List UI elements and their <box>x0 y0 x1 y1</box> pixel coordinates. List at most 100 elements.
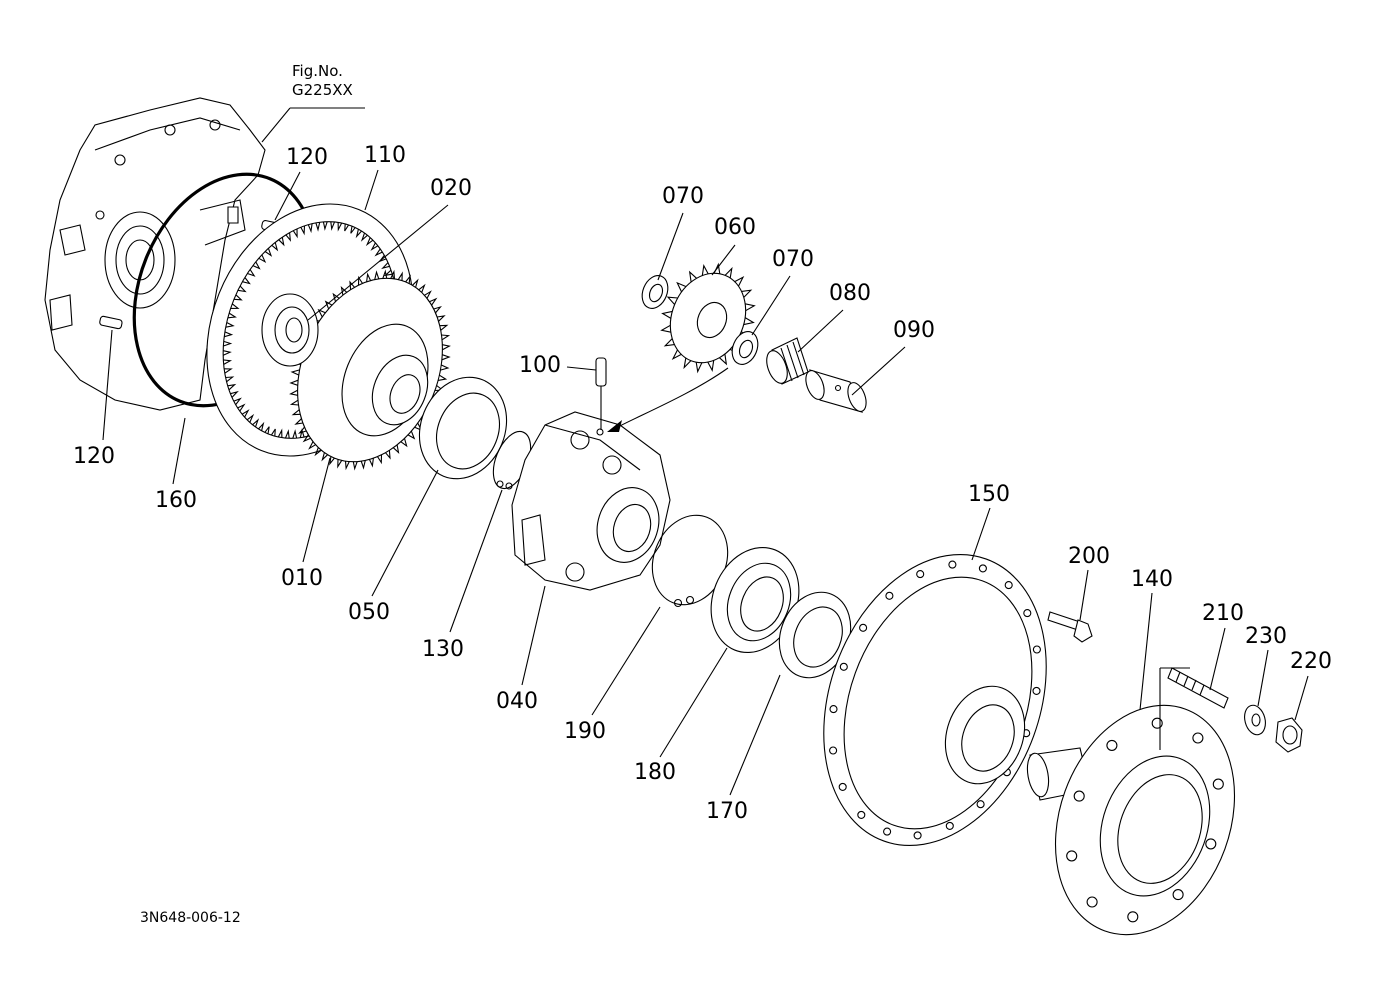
planet-gear-tooth <box>735 277 743 286</box>
sun-gear-tooth <box>361 460 365 467</box>
ring-gear-tooth <box>231 304 238 309</box>
assembly-arrow <box>612 368 728 430</box>
sun-gear-tooth <box>440 325 447 330</box>
sun-gear-tooth <box>359 278 363 286</box>
ring-gear-tooth <box>226 323 233 328</box>
case-bolt-hole <box>1033 687 1040 694</box>
part-label-150: 150 <box>968 482 1010 507</box>
part-label-010: 010 <box>281 566 323 591</box>
pin-100 <box>596 358 606 430</box>
nut-220 <box>1276 718 1302 752</box>
sun-gear-tooth <box>408 431 414 438</box>
needle-bearing-080 <box>763 338 808 386</box>
planet-gear-tooth <box>673 350 681 359</box>
sun-gear-tooth <box>401 438 407 446</box>
sun-gear-tooth <box>429 299 436 305</box>
ring-gear-tooth <box>367 238 373 245</box>
sun-gear-tooth <box>292 370 300 375</box>
ring-gear-tooth <box>383 263 390 269</box>
pin-120-lower <box>99 316 122 329</box>
ring-gear-tooth <box>238 286 245 292</box>
case-bolt-hole <box>839 783 846 790</box>
sun-gear-tooth <box>322 453 327 460</box>
sun-gear-tooth <box>419 285 425 292</box>
ring-gear-tooth <box>278 431 282 438</box>
ring-gear-tooth <box>331 222 335 229</box>
planet-gear-tooth <box>690 272 697 282</box>
sun-gear-tooth <box>383 271 387 278</box>
case-bolt-hole <box>1005 582 1012 589</box>
case-bolt-hole <box>914 832 921 839</box>
sun-gear-tooth <box>353 462 357 469</box>
part-label-160: 160 <box>155 488 197 513</box>
final-case-150 <box>785 523 1085 877</box>
ring-gear-tooth <box>271 429 275 436</box>
sun-gear-tooth <box>367 274 371 282</box>
flange-stud-hole <box>1152 718 1162 728</box>
ring-gear-tooth <box>286 233 290 241</box>
part-label-210: 210 <box>1202 601 1244 626</box>
sun-gear-tooth <box>350 282 355 290</box>
part-label-070-right: 070 <box>772 247 814 272</box>
case-bolt-hole <box>949 561 956 568</box>
ring-gear-tooth <box>316 222 320 229</box>
carrier-housing-040 <box>512 412 670 590</box>
ring-gear-tooth <box>372 243 378 250</box>
ring-gear-tooth <box>242 411 248 418</box>
flange-stud-hole <box>1067 851 1077 861</box>
ring-gear-tooth <box>253 420 258 427</box>
ring-gear-tooth <box>338 222 342 229</box>
planet-gear-tooth <box>684 358 691 368</box>
flange-stud-hole <box>1107 740 1117 750</box>
part-label-230: 230 <box>1245 624 1287 649</box>
sun-gear-tooth <box>424 292 430 299</box>
sun-gear-tooth <box>346 461 350 468</box>
ring-gear-tooth <box>247 270 254 276</box>
case-bolt-hole <box>886 592 893 599</box>
part-label-020: 020 <box>430 176 472 201</box>
ring-gear-tooth <box>228 313 236 318</box>
part-label-100: 100 <box>519 353 561 378</box>
transmission-housing <box>45 98 265 410</box>
part-label-190: 190 <box>564 719 606 744</box>
ring-gear-tooth <box>357 229 362 236</box>
figure-caption-line1: Fig.No. <box>292 62 343 80</box>
case-bolt-hole <box>917 571 924 578</box>
ring-gear-tooth <box>301 226 305 234</box>
sun-gear-tooth <box>291 380 298 385</box>
sun-gear-tooth <box>442 345 449 350</box>
sun-gear-tooth <box>292 400 299 405</box>
ring-gear-tooth <box>351 226 355 233</box>
planet-gear-tooth <box>702 266 708 276</box>
planet-shaft-090 <box>802 368 869 414</box>
planet-gear-tooth <box>663 311 673 318</box>
part-label-040: 040 <box>496 689 538 714</box>
ring-gear-tooth <box>345 224 349 231</box>
ring-gear-tooth <box>376 249 382 255</box>
planet-gear-tooth <box>725 269 732 279</box>
sun-gear-tooth <box>316 448 322 455</box>
planet-gear-060 <box>657 262 758 374</box>
ring-gear-tooth <box>265 248 271 255</box>
sun-gear-tooth <box>437 316 444 321</box>
planet-gear-tooth <box>696 362 702 371</box>
bearing-180 <box>696 534 814 666</box>
ring-gear-tooth <box>362 233 367 240</box>
ring-gear-tooth <box>223 351 230 356</box>
ring-gear-tooth <box>224 332 231 337</box>
sun-gear-tooth <box>375 272 379 279</box>
planet-gear-tooth <box>744 318 754 325</box>
assembly-arrow-head <box>607 420 622 432</box>
part-label-120-upper: 120 <box>286 145 328 170</box>
sun-gear-tooth <box>330 457 335 464</box>
planet-gear-tooth <box>719 354 726 364</box>
sun-gear-tooth <box>406 276 411 283</box>
bolt-200 <box>1048 612 1092 642</box>
ring-gear-tooth <box>286 431 290 438</box>
flange-stud-hole <box>1128 912 1138 922</box>
ring-gear-tooth <box>253 262 260 269</box>
part-label-220: 220 <box>1290 649 1332 674</box>
bearing-020 <box>262 294 318 366</box>
case-bolt-hole <box>1033 646 1040 653</box>
